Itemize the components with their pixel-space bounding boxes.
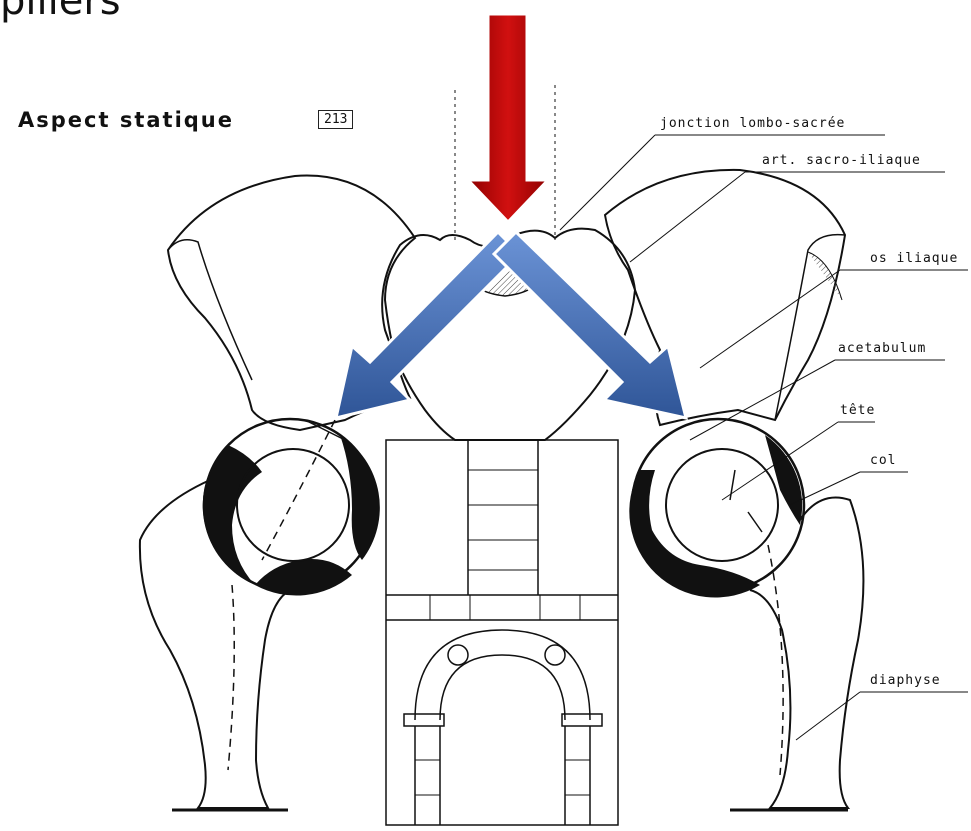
figure-title: Aspect statique (18, 108, 234, 132)
central-pillar (386, 440, 618, 825)
label-diaphyse: diaphyse (870, 673, 941, 688)
label-jonction-lombo-sacree: jonction lombo-sacrée (660, 116, 845, 131)
leader-lines (560, 135, 968, 740)
label-os-iliaque: os iliaque (870, 251, 958, 266)
transfer-arrow-left (336, 232, 520, 418)
label-col: col (870, 453, 896, 468)
label-tete: tête (840, 403, 875, 418)
right-femur (750, 498, 863, 809)
transfer-arrow-right (494, 232, 686, 418)
label-acetabulum: acetabulum (838, 341, 926, 356)
figure-number: 213 (318, 110, 353, 129)
slide-title: piliers (0, 0, 121, 24)
label-art-sacro-iliaque: art. sacro-iliaque (762, 153, 921, 168)
load-arrow (468, 14, 548, 222)
